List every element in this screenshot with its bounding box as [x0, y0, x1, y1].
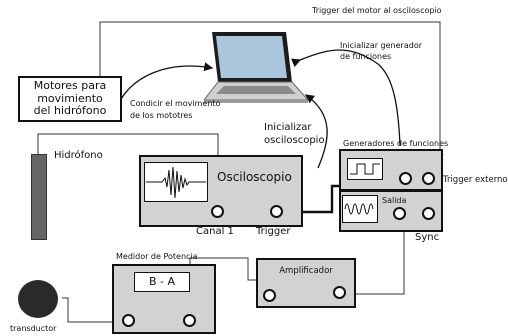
- generator-amp-wire: [344, 212, 405, 295]
- hydrophone-label: Hidrófono: [54, 150, 103, 161]
- power-meter-label: Medidor de Potencia: [116, 252, 198, 261]
- b-minus-a-label: B - A: [148, 275, 176, 288]
- generator-1-connector-b: [422, 172, 435, 185]
- trigger-connector: [270, 205, 283, 218]
- init-generator-label: Inicializar generador de funciones: [340, 41, 422, 61]
- transducer: [18, 280, 58, 318]
- amplifier-connector-in: [263, 289, 276, 302]
- trigger-motor-wire: [99, 21, 444, 161]
- waveform-icon: [144, 162, 208, 202]
- motors-label: Motores para movimiento del hidrófono: [33, 79, 107, 117]
- init-scope-label: Inicializar osciloscopio: [264, 122, 325, 146]
- trigger-label: Trigger: [256, 226, 291, 237]
- trigger-motor-label: Trigger del motor al osciloscopio: [312, 6, 442, 15]
- external-trigger-label: Trigger externo: [443, 175, 508, 185]
- init-scope-arrow: [304, 94, 328, 169]
- generator-2-connector-a: [393, 207, 406, 220]
- oscilloscope-label: Osciloscopio: [217, 170, 292, 184]
- control-motors-arrow: [117, 62, 214, 106]
- generator-1-connector-a: [399, 172, 412, 185]
- sync-label: Sync: [415, 232, 440, 243]
- channel1-label: Canal 1: [196, 226, 234, 237]
- hydrophone: [31, 154, 47, 240]
- amplifier-label: Amplificador: [279, 266, 333, 276]
- channel1-connector: [211, 205, 224, 218]
- init-generator-arrow: [291, 49, 401, 146]
- laptop-icon: [204, 32, 308, 103]
- transducer-wire: [62, 297, 128, 323]
- power-meter-connector-b: [183, 314, 196, 327]
- b-minus-a-display: [134, 272, 190, 292]
- generators-label: Generadores de funciones: [343, 139, 449, 148]
- generator-2-connector-b: [422, 207, 435, 220]
- control-motors-label: Condicir el movimento de los mototres: [130, 99, 221, 120]
- square-wave-icon: [347, 158, 383, 180]
- motors-box: [18, 76, 122, 122]
- output-label: Salida: [382, 196, 407, 205]
- sine-wave-icon: [342, 195, 378, 223]
- transducer-label: transductor: [10, 324, 57, 333]
- amplifier-connector-out: [333, 286, 346, 299]
- power-meter-connector-a: [122, 314, 135, 327]
